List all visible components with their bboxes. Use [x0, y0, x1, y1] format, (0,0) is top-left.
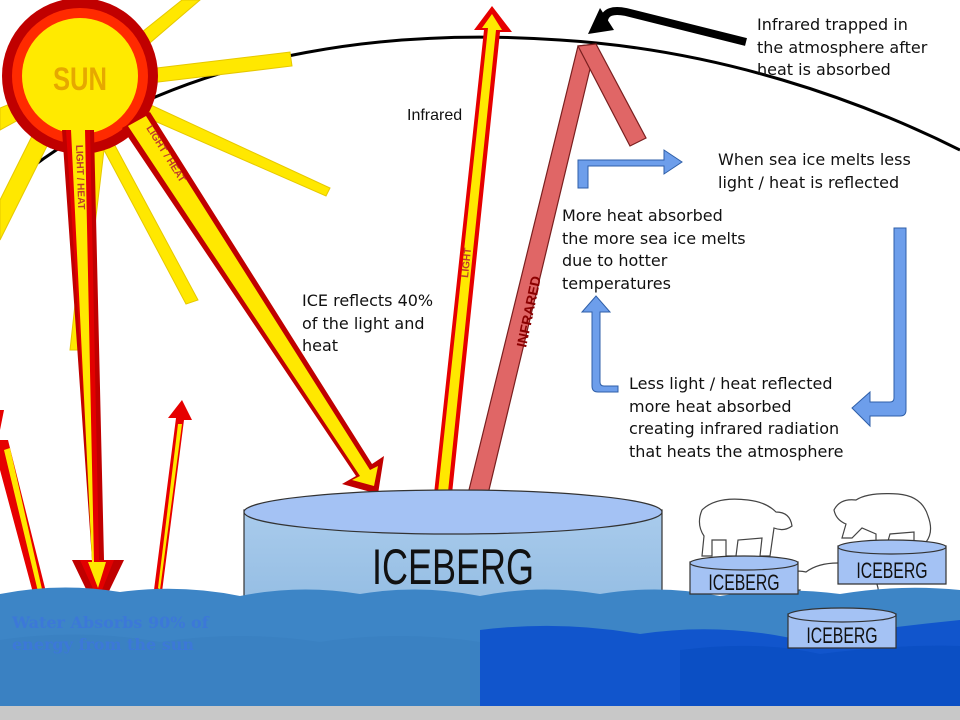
label-infrared: Infrared: [407, 107, 463, 124]
label-water-absorbs: Water Absorbs 90% of energy from the sun: [12, 613, 209, 654]
beam-label-light-heat-left: LIGHT / HEAT: [73, 145, 86, 210]
label-ice-reflects: ICE reflects 40% of the light and heat: [302, 291, 434, 355]
polar-bear-right: [833, 493, 932, 549]
label-sea-ice-melts: When sea ice melts less light / heat is …: [718, 150, 911, 192]
atmosphere-line: [27, 35, 960, 172]
bottom-bar: [0, 706, 960, 720]
small-iceberg-front: ICEBERG: [787, 607, 897, 649]
small-iceberg-right: ICEBERG: [837, 539, 947, 585]
sun: SUN: [2, 0, 158, 154]
label-more-heat: More heat absorbed the more sea ice melt…: [562, 206, 746, 293]
sun-label: SUN: [53, 62, 107, 97]
small-iceberg-left-label: ICEBERG: [708, 572, 779, 596]
trapped-arrow: [588, 7, 747, 46]
edge-reflect-arrow: [0, 410, 48, 604]
water: [0, 587, 960, 706]
light-heat-beam-left: LIGHT / HEAT: [62, 130, 124, 614]
polar-bear-left: [698, 498, 793, 557]
cycle-arrows: [577, 149, 907, 428]
label-less-light: Less light / heat reflected more heat ab…: [629, 374, 844, 461]
water-reflect-arrow: [154, 400, 192, 592]
small-iceberg-left: ICEBERG: [689, 555, 799, 596]
light-beam-up: LIGHT: [434, 6, 512, 494]
cycle-arrow-top: [577, 149, 683, 189]
cycle-arrow-right: [851, 227, 907, 428]
main-iceberg: ICEBERG: [243, 489, 663, 607]
cycle-arrow-left: [580, 295, 619, 393]
label-infrared-trapped: Infrared trapped in the atmosphere after…: [757, 15, 928, 79]
small-iceberg-right-label: ICEBERG: [856, 560, 927, 584]
small-iceberg-front-label: ICEBERG: [806, 625, 877, 649]
main-iceberg-label: ICEBERG: [372, 540, 534, 595]
beam-label-light: LIGHT: [460, 247, 474, 278]
